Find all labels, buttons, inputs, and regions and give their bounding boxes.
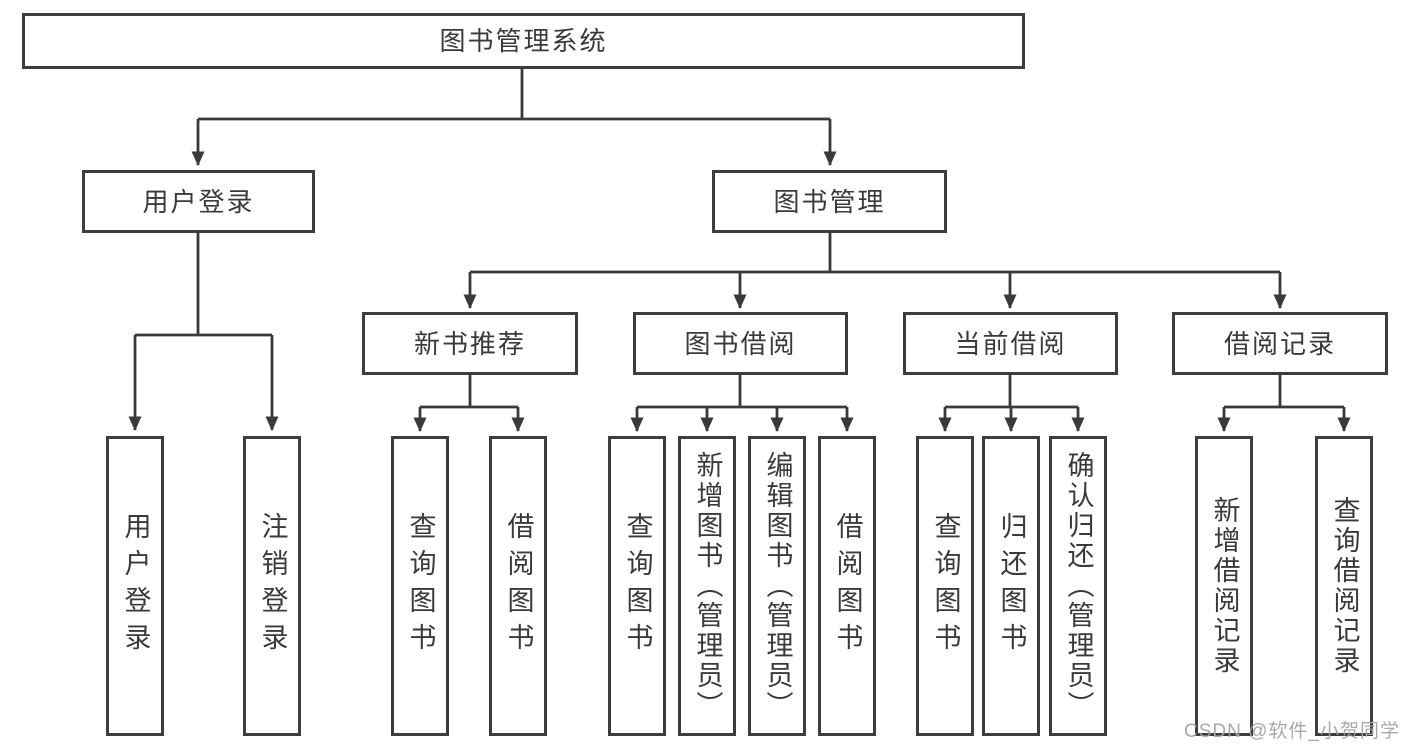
node-book-management: 图书管理 (712, 170, 947, 233)
node-leaf-query-borrow-record: 查询借阅记录 (1315, 436, 1373, 736)
node-leaf-edit-book-admin: 编辑图书（管理员） (748, 436, 806, 736)
node-leaf-add-book-admin: 新增图书（管理员） (678, 436, 736, 736)
node-leaf-logout: 注销登录 (243, 436, 301, 736)
node-leaf-user-login: 用户登录 (106, 436, 164, 736)
node-leaf-query-books-recommend: 查询图书 (391, 436, 449, 736)
node-system-root: 图书管理系统 (22, 13, 1025, 69)
node-leaf-add-borrow-record: 新增借阅记录 (1195, 436, 1253, 736)
node-leaf-borrow-books-recommend: 借阅图书 (489, 436, 547, 736)
node-leaf-query-books-current: 查询图书 (916, 436, 974, 736)
node-leaf-borrow-books: 借阅图书 (818, 436, 876, 736)
node-user-login: 用户登录 (82, 170, 315, 233)
node-borrowing-records: 借阅记录 (1172, 312, 1388, 375)
csdn-watermark: CSDN @软件_小贺同学 (1184, 721, 1400, 742)
node-leaf-confirm-return-admin: 确认归还（管理员） (1049, 436, 1107, 736)
node-current-borrowing: 当前借阅 (903, 312, 1118, 375)
node-leaf-query-books-borrowing: 查询图书 (608, 436, 666, 736)
node-book-borrowing: 图书借阅 (633, 312, 848, 375)
node-leaf-return-book: 归还图书 (982, 436, 1040, 736)
node-new-book-recommend: 新书推荐 (362, 312, 578, 375)
